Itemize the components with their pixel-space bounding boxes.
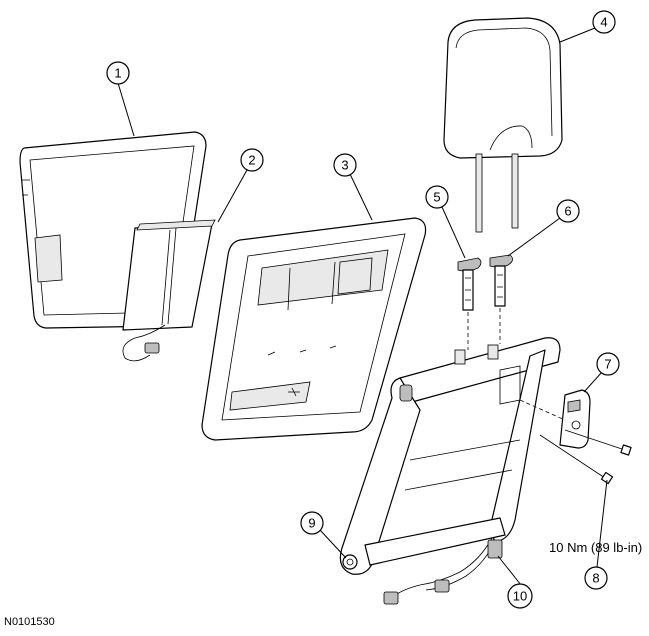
head-restraint-part — [443, 17, 563, 233]
leader-lines — [117, 27, 608, 586]
callout-1: 1 — [106, 61, 130, 85]
callout-8: 8 — [584, 566, 608, 590]
callout-6: 6 — [556, 199, 580, 223]
torque-spec: 10 Nm (89 lb-in) — [549, 540, 643, 555]
callout-2: 2 — [240, 148, 264, 172]
callout-5: 5 — [425, 185, 449, 209]
seatback-panel-part — [201, 217, 427, 441]
callout-7: 7 — [596, 352, 620, 376]
callout-7-label: 7 — [604, 357, 611, 372]
callout-3: 3 — [333, 153, 357, 177]
bolt-part — [539, 429, 632, 485]
headrest-guide-5-part — [457, 257, 482, 350]
callout-4-label: 4 — [600, 15, 607, 30]
latch-bracket-part — [519, 389, 591, 449]
callout-9-label: 9 — [308, 516, 315, 531]
callout-2-label: 2 — [248, 153, 255, 168]
figure-code: N0101530 — [4, 616, 55, 628]
wiring-harness-part — [383, 537, 503, 605]
callout-10-label: 10 — [513, 589, 527, 604]
callout-5-label: 5 — [433, 190, 440, 205]
callout-9: 9 — [300, 511, 324, 535]
callout-6-label: 6 — [564, 204, 571, 219]
seatback-frame-part — [339, 337, 561, 575]
callout-3-label: 3 — [341, 158, 348, 173]
callout-1-label: 1 — [114, 66, 121, 81]
callout-10: 10 — [507, 583, 533, 609]
callout-8-label: 8 — [592, 571, 599, 586]
callout-4: 4 — [592, 10, 616, 34]
lumbar-pad-part — [122, 219, 216, 362]
headrest-guide-6-part — [489, 254, 513, 344]
